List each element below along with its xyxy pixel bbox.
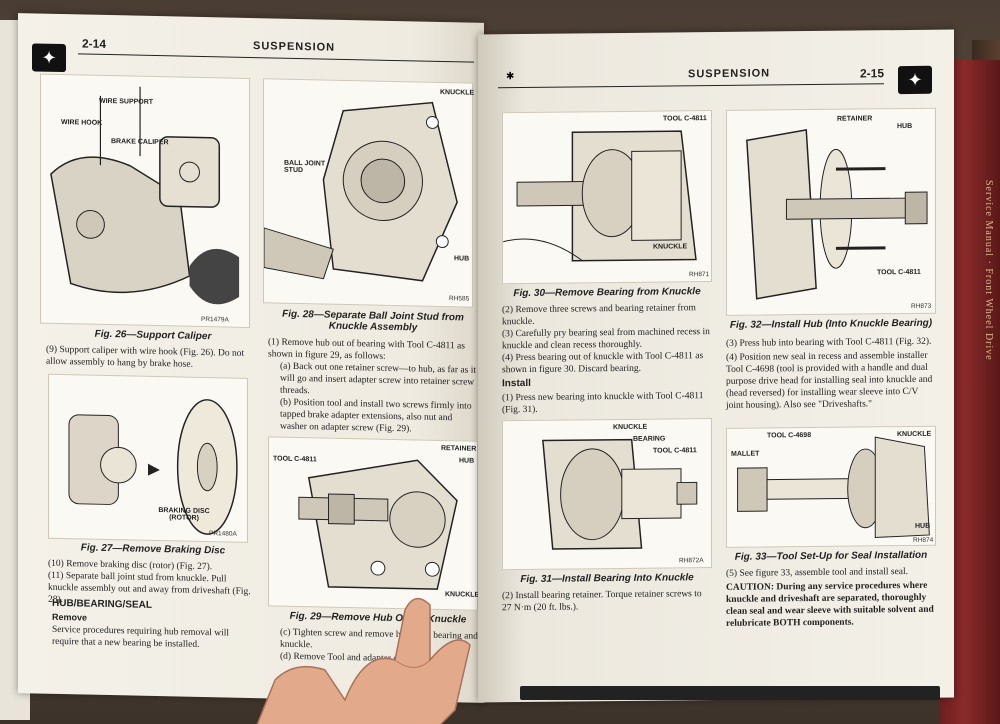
label-mallet: MALLET xyxy=(731,450,760,458)
label-bearing: BEARING xyxy=(633,435,666,443)
fig31-code: RH872A xyxy=(679,557,704,565)
asterisk-mark: ✱ xyxy=(506,71,515,83)
label-tool-c4811: TOOL C-4811 xyxy=(653,447,697,455)
step-9-text: (9) Support caliper with wire hook (Fig.… xyxy=(46,344,245,370)
step-2-text: (2) Remove three screws and bearing reta… xyxy=(502,303,696,328)
step-3-text: (3) Carefully pry bearing seal from mach… xyxy=(502,327,710,352)
figure-33: TOOL C-4698 MALLET KNUCKLE HUB RH874 xyxy=(726,425,936,548)
label-brake-caliper: BRAKE CALIPER xyxy=(111,138,169,147)
figure-26: WIRE SUPPORT BRAKE CALIPER WIRE HOOK PR1… xyxy=(40,73,250,328)
fig26-code: PR1479A xyxy=(201,315,229,324)
fig33-caption: Fig. 33—Tool Set-Up for Seal Installatio… xyxy=(734,549,928,563)
heading-hub-bearing-seal: HUB/BEARING/SEAL xyxy=(52,597,153,611)
figure-29: TOOL C-4811 RETAINER HUB KNUCKLE xyxy=(268,436,479,611)
pentastar-logo-icon: ✦ xyxy=(32,43,66,73)
right-page-header: ✱ SUSPENSION 2-15 xyxy=(498,66,884,89)
label-wire-support: WIRE SUPPORT xyxy=(99,97,154,106)
fig32-code: RH873 xyxy=(911,302,932,310)
install-step-2-text: (2) Install bearing retainer. Torque ret… xyxy=(502,589,702,614)
fig26-caption: Fig. 26—Support Caliper xyxy=(94,328,212,343)
fig31-caption: Fig. 31—Install Bearing Into Knuckle xyxy=(520,572,694,586)
step-4-text: (4) Press bearing out of knuckle with To… xyxy=(502,351,704,376)
label-ball-joint-stud: BALL JOINT STUD xyxy=(284,159,326,175)
label-tool-c4811: TOOL C-4811 xyxy=(273,455,317,464)
page-number: 2-14 xyxy=(82,36,107,51)
heading-install: Install xyxy=(502,377,531,390)
figure-32: RETAINER HUB TOOL C-4811 RH873 xyxy=(726,107,936,316)
spine-text: Service Manual · Front Wheel Drive xyxy=(983,180,994,361)
fig28-caption: Fig. 28—Separate Ball Joint Stud from Kn… xyxy=(282,308,464,334)
page-tab-strip xyxy=(520,686,940,700)
label-retainer: RETAINER xyxy=(441,444,477,453)
label-hub: HUB xyxy=(897,122,913,131)
label-knuckle: KNUCKLE xyxy=(653,243,688,251)
page-number: 2-15 xyxy=(859,66,884,81)
section-title: SUSPENSION xyxy=(253,40,336,54)
label-knuckle: KNUCKLE xyxy=(440,88,475,97)
fig27-caption: Fig. 27—Remove Braking Disc xyxy=(80,542,226,557)
label-tool-c4811: TOOL C-4811 xyxy=(877,268,921,277)
install-step-5-text: (5) See figure 33, assemble tool and ins… xyxy=(726,566,909,579)
install-step-1-text: (1) Press new bearing into knuckle with … xyxy=(502,391,704,416)
fig28-code: RH585 xyxy=(449,295,470,303)
figure-30: TOOL C-4811 KNUCKLE RH871 xyxy=(502,110,712,285)
hand xyxy=(256,597,471,724)
fig30-caption: Fig. 30—Remove Bearing from Knuckle xyxy=(513,286,701,300)
label-knuckle: KNUCKLE xyxy=(897,430,932,439)
left-page: ✦ 2-14 SUSPENSION WIRE SUPPORT BRAKE CAL… xyxy=(18,13,484,703)
label-tool-c4811: TOOL C-4811 xyxy=(663,115,707,123)
label-hub: HUB xyxy=(454,255,470,263)
caution-text: CAUTION: During any service procedures w… xyxy=(726,580,934,629)
install-step-4-text: (4) Position new seal in recess and asse… xyxy=(726,350,933,411)
step-1b-text: (b) Position tool and install two screws… xyxy=(280,397,472,435)
pentastar-logo-icon: ✦ xyxy=(898,65,932,95)
heading-remove: Remove xyxy=(52,611,88,623)
figure-28: KNUCKLE BALL JOINT STUD HUB RH585 xyxy=(263,78,475,308)
label-braking-disc: BRAKING DISC (ROTOR) xyxy=(158,507,210,522)
label-wire-hook: WIRE HOOK xyxy=(61,119,103,127)
figure-27: BRAKING DISC (ROTOR) PR1480A xyxy=(48,373,248,543)
left-page-header: 2-14 SUSPENSION xyxy=(78,36,474,63)
label-tool-c4698: TOOL C-4698 xyxy=(767,432,812,440)
label-retainer: RETAINER xyxy=(837,115,873,123)
fig30-code: RH871 xyxy=(689,271,710,279)
fig33-code: RH874 xyxy=(913,536,934,544)
remove-text: Service procedures requiring hub removal… xyxy=(52,624,230,650)
label-hub: HUB xyxy=(459,457,475,465)
step-1a-text: (a) Back out one retainer screw—to hub, … xyxy=(280,361,476,397)
section-title: SUSPENSION xyxy=(688,67,771,81)
label-hub: HUB xyxy=(915,522,931,530)
fig32-caption: Fig. 32—Install Hub (Into Knuckle Bearin… xyxy=(729,317,933,331)
label-knuckle: KNUCKLE xyxy=(613,423,648,432)
figure-31: KNUCKLE BEARING TOOL C-4811 RH872A xyxy=(502,418,712,571)
install-step-3-text: (3) Press hub into bearing with Tool C-4… xyxy=(726,336,932,349)
fig27-code: PR1480A xyxy=(209,530,237,538)
right-page: ✱ SUSPENSION 2-15 ✦ TOOL C-4811 KNUCKLE … xyxy=(478,29,954,703)
